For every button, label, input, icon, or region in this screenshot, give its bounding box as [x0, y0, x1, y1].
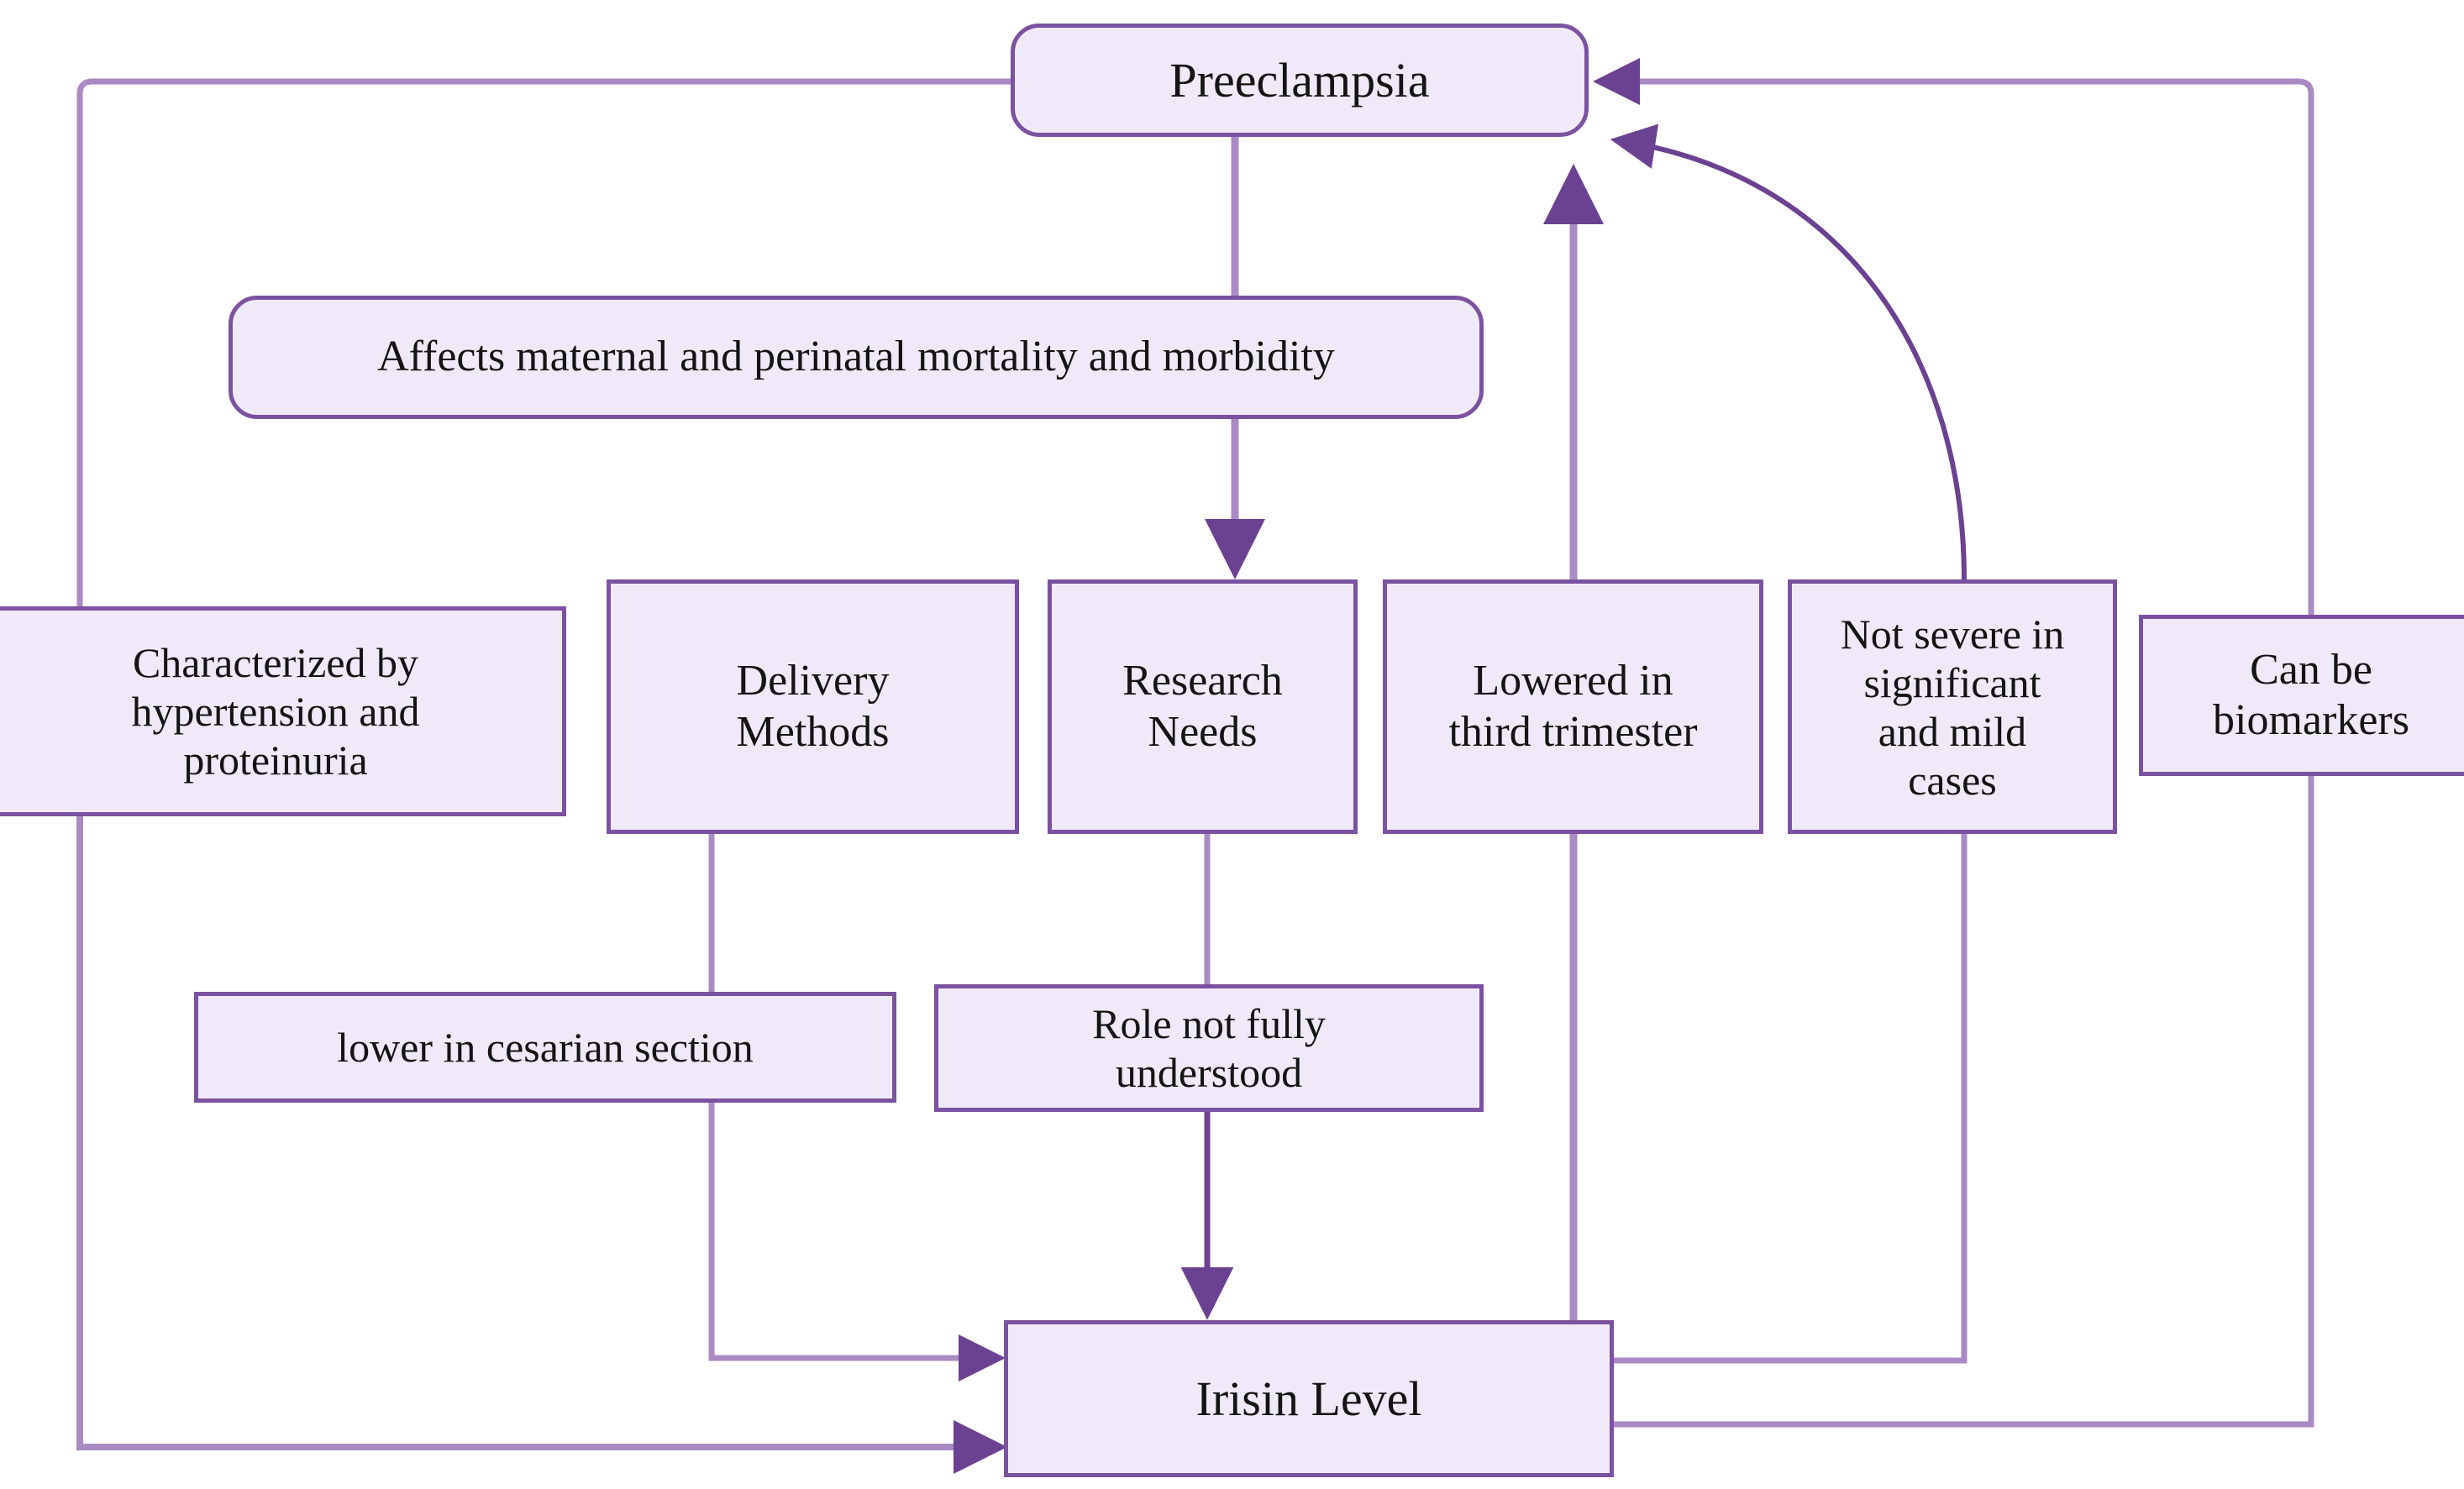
- edge-not-severe-curve-to-preeclampsia: [1610, 123, 1967, 580]
- node-role-not-fully-understood-label: Role not fully understood: [1092, 1000, 1326, 1096]
- node-can-be-biomarkers[interactable]: Can be biomarkers: [2139, 615, 2464, 776]
- node-role-not-fully-understood[interactable]: Role not fully understood: [934, 984, 1484, 1112]
- node-research-needs[interactable]: Research Needs: [1048, 579, 1358, 834]
- edge-lower-cesarian-to-irisin-level: [708, 1103, 1006, 1382]
- node-irisin-level-label: Irisin Level: [1195, 1371, 1422, 1426]
- node-preeclampsia-label: Preeclampsia: [1169, 52, 1430, 107]
- node-characterized-hypertension-proteinuria[interactable]: Characterized by hypertension and protei…: [0, 606, 566, 816]
- node-can-be-biomarkers-label: Can be biomarkers: [2213, 645, 2409, 744]
- edge-characterized-to-irisin-level: [76, 816, 1007, 1474]
- node-not-severe-significant-mild-cases[interactable]: Not severe in significant and mild cases: [1788, 579, 2117, 834]
- node-affects-mortality-morbidity[interactable]: Affects maternal and perinatal mortality…: [229, 296, 1484, 419]
- node-lowered-third-trimester-label: Lowered in third trimester: [1448, 657, 1698, 756]
- node-lower-in-cesarian-section-label: lower in cesarian section: [337, 1024, 754, 1071]
- node-affects-mortality-morbidity-label: Affects maternal and perinatal mortality…: [377, 333, 1335, 381]
- edge-can-be-biomarkers-to-preeclampsia: [1593, 58, 2314, 615]
- node-delivery-methods[interactable]: Delivery Methods: [607, 579, 1019, 834]
- node-not-severe-significant-mild-cases-label: Not severe in significant and mild cases: [1840, 610, 2065, 804]
- node-lower-in-cesarian-section[interactable]: lower in cesarian section: [194, 992, 896, 1103]
- edge-irisin-to-can-be-biomarkers-to-preeclampsia: [1614, 776, 2314, 1428]
- node-preeclampsia[interactable]: Preeclampsia: [1011, 24, 1589, 137]
- edge-irisin-to-not-severe-rail: [1614, 834, 1968, 1364]
- node-delivery-methods-label: Delivery Methods: [736, 657, 890, 756]
- node-research-needs-label: Research Needs: [1122, 657, 1283, 756]
- node-characterized-hypertension-proteinuria-label: Characterized by hypertension and protei…: [131, 639, 420, 784]
- node-lowered-third-trimester[interactable]: Lowered in third trimester: [1383, 579, 1763, 834]
- node-irisin-level[interactable]: Irisin Level: [1004, 1320, 1614, 1477]
